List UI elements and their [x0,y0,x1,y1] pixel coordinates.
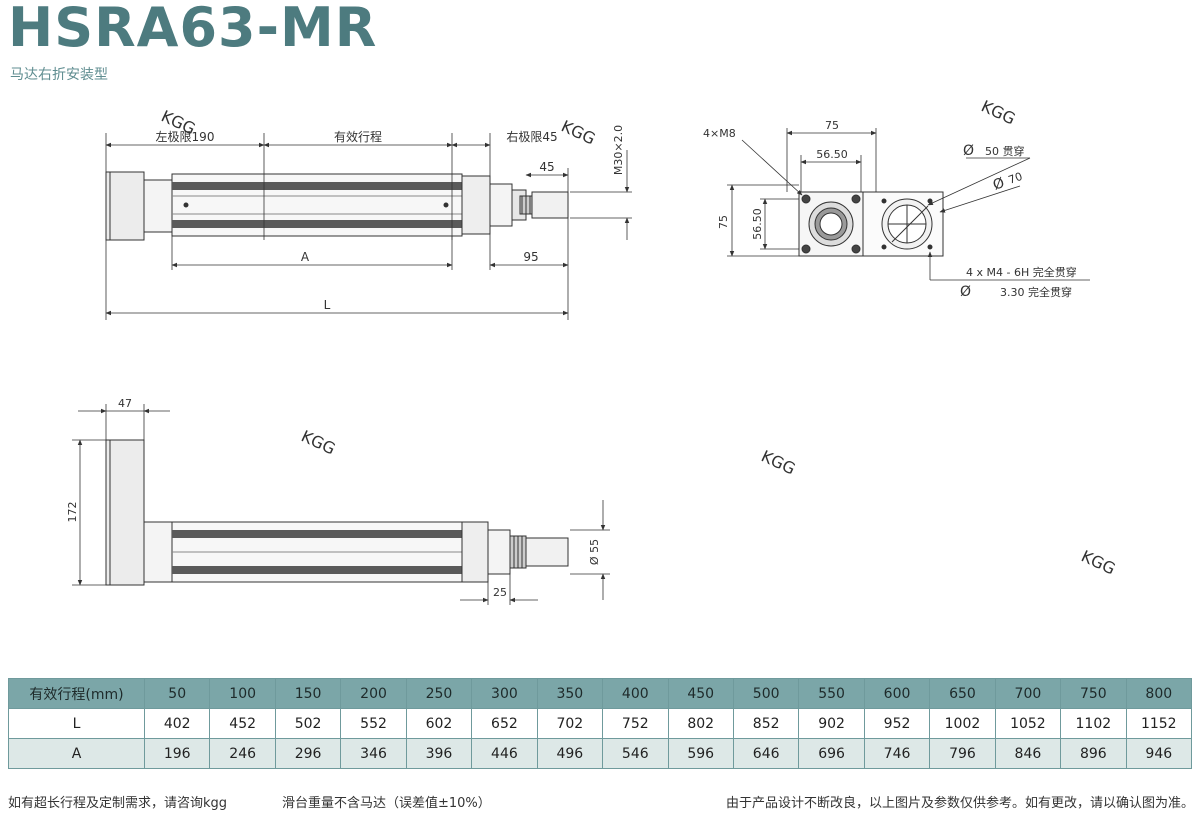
l-cell: 1052 [994,708,1062,739]
dim-95: 95 [523,250,538,264]
front-view [105,171,569,241]
a-cell: 296 [274,738,342,769]
stroke-cell: 200 [340,678,407,709]
l-cell: 502 [274,708,342,739]
stroke-cell: 350 [536,678,604,709]
dim-l: L [324,298,331,312]
footer-note-disclaimer: 由于产品设计不断改良，以上图片及参数仅供参考。如有更改，请以确认图为准。 [725,796,1194,811]
dim-45: 45 [539,160,554,174]
l-cell: 702 [536,708,604,739]
dim-25: 25 [493,586,507,599]
spec-table: 有效行程(mm) 50 100 150 200 250 300 350 400 … [8,678,1193,769]
product-subtitle: 马达右折安装型 [10,67,108,83]
a-cell: 796 [929,738,996,769]
stroke-cell: 750 [1060,678,1127,709]
dim-a: A [301,250,310,264]
a-cell: 496 [536,738,604,769]
dim-75-side: 75 [717,215,730,229]
watermark: KGG KGG KGG KGG KGG KGG [158,96,1118,578]
stroke-cell: 150 [274,678,342,709]
a-cell: 846 [994,738,1062,769]
stroke-cell: 400 [602,678,669,709]
row-a-label: A [8,738,145,769]
l-cell: 652 [471,708,538,739]
top-view [105,439,569,586]
phi-symbol-70: Ø [991,175,1007,194]
a-cell: 596 [667,738,734,769]
dim-holes-m4: 4 x M4 - 6H 完全贯穿 [966,265,1077,279]
l-cell: 1002 [929,708,996,739]
stroke-cell: 600 [863,678,931,709]
a-cell: 896 [1060,738,1127,769]
end-view-dimensions [727,128,1090,281]
dim-hole-330: 3.30 完全贯穿 [1000,285,1072,299]
a-cell: 696 [798,738,865,769]
dim-bore-50: 50 贯穿 [985,144,1025,158]
a-cell: 346 [340,738,407,769]
dim-75-top: 75 [825,119,839,132]
stroke-cell: 700 [994,678,1062,709]
stroke-cell: 800 [1125,678,1193,709]
phi-symbol-50: Ø [963,143,974,159]
dim-5650-top: 56.50 [816,148,848,161]
svg-text:KGG: KGG [978,96,1018,128]
stroke-cell: 100 [209,678,276,709]
a-cell: 946 [1125,738,1193,769]
spec-header-label: 有效行程(mm) [8,678,145,709]
dim-thread: M30×2.0 [612,125,625,175]
a-cell: 646 [732,738,800,769]
row-l-label: L [8,708,145,739]
l-cell: 602 [405,708,473,739]
stroke-cell: 550 [798,678,865,709]
a-cell: 196 [143,738,211,769]
dim-holes-m8: 4×M8 [703,127,736,140]
a-cell: 396 [405,738,473,769]
svg-text:KGG: KGG [558,116,598,148]
footer-note-custom: 如有超长行程及定制需求，请咨询kgg [8,796,228,811]
stroke-cell: 50 [143,678,211,709]
dim-left-limit: 左极限190 [156,129,215,144]
front-view-dimensions [105,133,632,320]
footer-note-weight: 滑台重量不含马达（误差值±10%） [282,796,491,811]
stroke-cell: 500 [732,678,800,709]
spec-table-row-l: L 402 452 502 552 602 652 702 752 802 85… [8,708,1193,739]
phi-symbol-330: Ø [960,284,971,300]
dim-47: 47 [118,397,132,410]
l-cell: 902 [798,708,865,739]
dim-circle-70: 70 [1007,170,1025,187]
spec-table-row-a: A 196 246 296 346 396 446 496 546 596 64… [8,738,1193,769]
a-cell: 746 [863,738,931,769]
l-cell: 952 [863,708,931,739]
l-cell: 752 [602,708,669,739]
l-cell: 1102 [1060,708,1127,739]
end-view [798,191,944,257]
spec-table-header-row: 有效行程(mm) 50 100 150 200 250 300 350 400 … [8,678,1193,709]
l-cell: 1152 [1125,708,1193,739]
dim-172: 172 [66,502,79,523]
l-cell: 852 [732,708,800,739]
l-cell: 402 [143,708,211,739]
svg-text:KGG: KGG [1078,546,1118,578]
svg-text:KGG: KGG [298,426,338,458]
a-cell: 246 [209,738,276,769]
a-cell: 446 [471,738,538,769]
dim-phi55: Ø 55 [588,539,601,565]
product-title: HSRA63-MR [8,0,378,59]
stroke-cell: 300 [471,678,538,709]
l-cell: 452 [209,708,276,739]
svg-text:KGG: KGG [758,446,798,478]
l-cell: 552 [340,708,407,739]
l-cell: 802 [667,708,734,739]
technical-drawing: KGG KGG KGG KGG KGG KGG [66,96,1118,605]
stroke-cell: 450 [667,678,734,709]
dim-right-limit: 右极限45 [506,129,557,144]
dim-stroke: 有效行程 [334,129,382,144]
top-view-dimensions [72,404,610,605]
a-cell: 546 [602,738,669,769]
stroke-cell: 250 [405,678,473,709]
dim-5650-side: 56.50 [751,208,764,240]
stroke-cell: 650 [929,678,996,709]
